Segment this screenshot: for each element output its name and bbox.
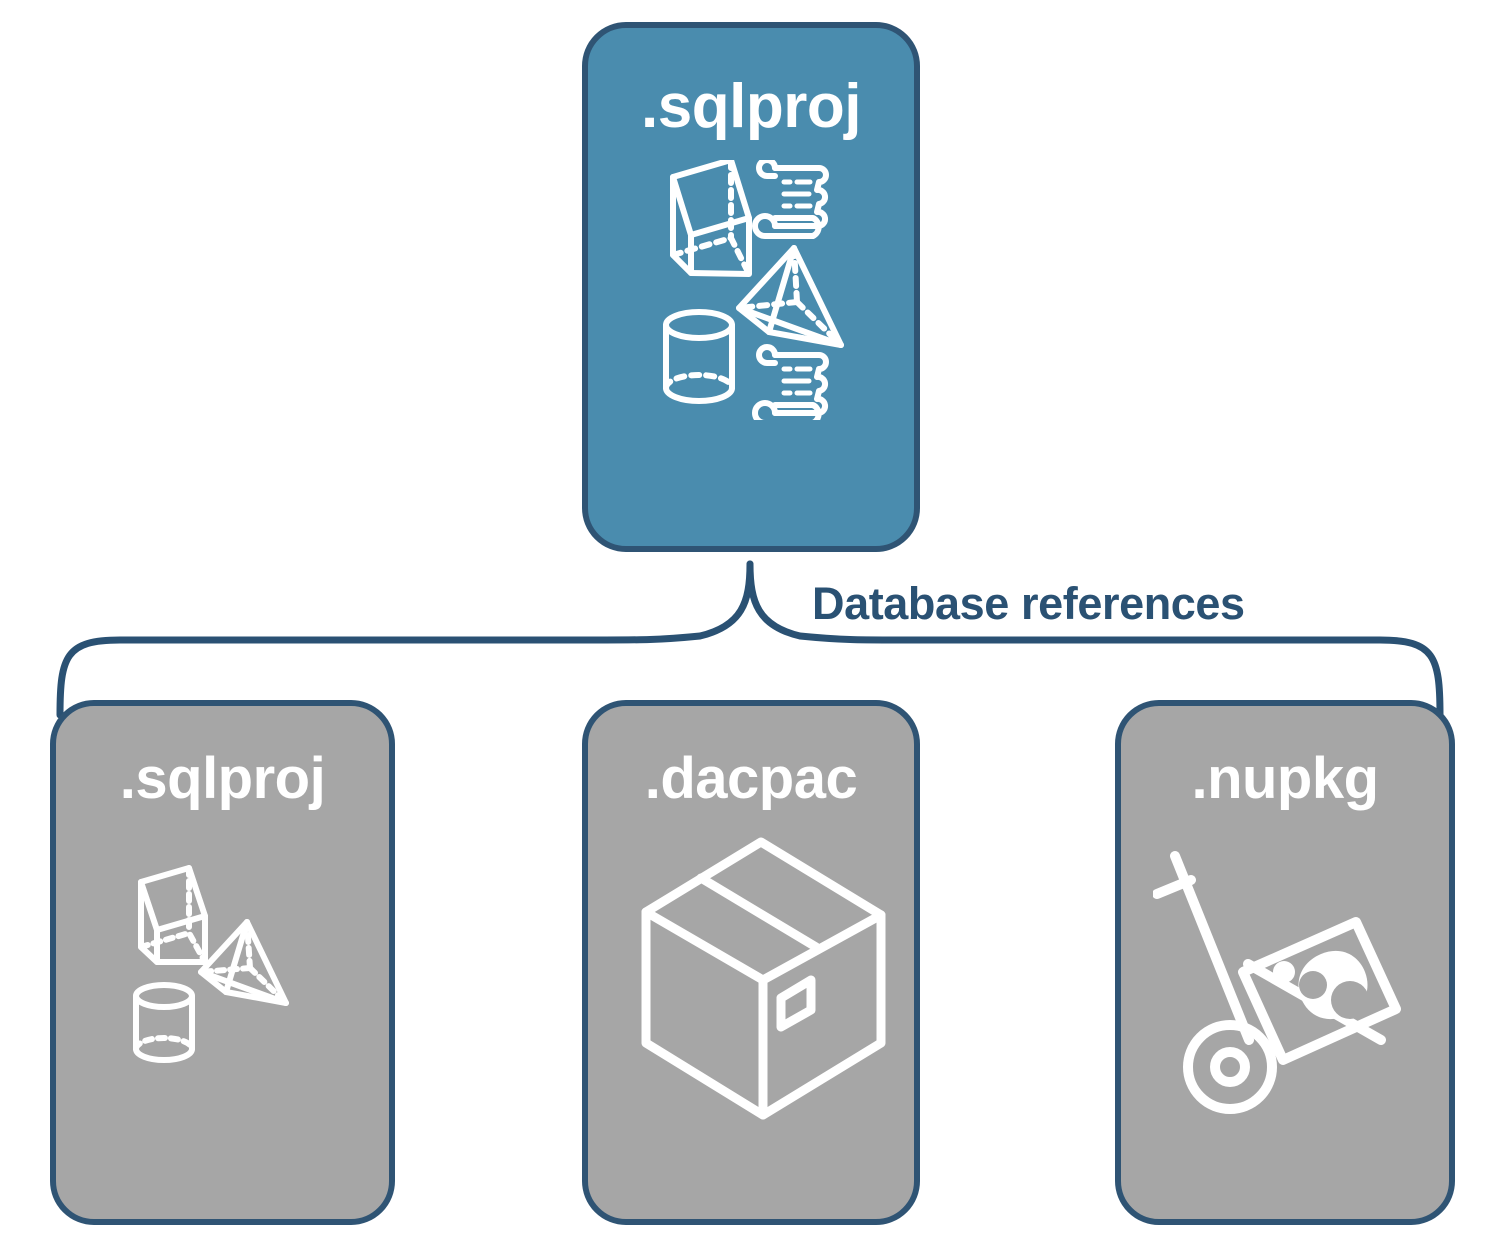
tape-strip [696,873,821,952]
reference-node-label: .nupkg [1191,746,1379,811]
wheel [1182,1020,1277,1114]
pyramid-wireframe [197,919,289,1006]
shipping-box [641,837,886,1120]
reference-node-label: .sqlproj [119,746,326,811]
package-box-icon [641,837,886,1120]
reference-node-dacpac[interactable]: .dacpac [582,700,920,1225]
reference-node-nupkg[interactable]: .nupkg [1115,700,1455,1225]
cylinder-wireframe [663,309,735,404]
nuget-blob-cutouts [1298,971,1369,1019]
cube-wireframe [137,865,208,965]
cube-wireframe [670,160,752,277]
reference-node-sqlproj[interactable]: .sqlproj [50,700,395,1225]
script-scroll-icon [752,344,829,420]
nuget-hand-truck-icon [1152,851,1401,1114]
package-crate [1237,917,1401,1065]
cylinder-wireframe [132,982,195,1063]
database-objects-icon [132,865,289,1063]
source-node-sqlproj[interactable]: .sqlproj [582,22,920,552]
database-objects-icon [663,160,844,420]
connector-label: Database references [812,578,1245,629]
label-diamond [776,975,816,1032]
reference-node-label: .dacpac [644,746,858,811]
source-node-label: .sqlproj [641,72,861,141]
pyramid-wireframe [736,245,844,348]
script-scroll-icon [752,160,829,239]
